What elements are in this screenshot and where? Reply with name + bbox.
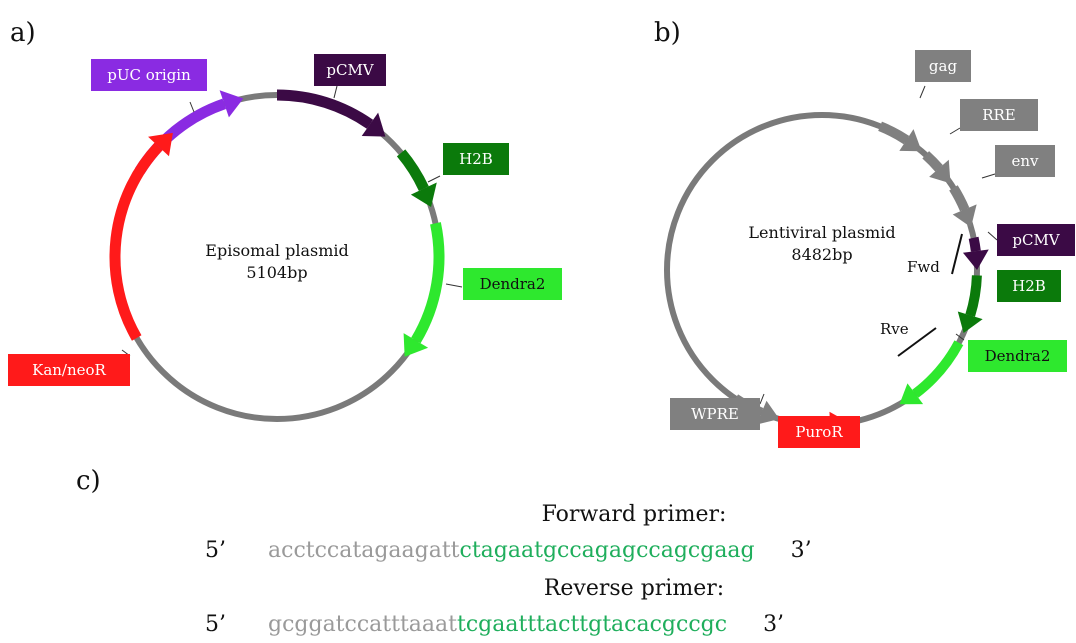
forward-five-prime: 5’ [205, 538, 226, 563]
plasmid-b-env-arrowhead [952, 204, 977, 228]
reverse-three-prime: 3’ [763, 612, 785, 637]
plasmid-a-h2b-arc [396, 149, 429, 191]
plasmid-b-size: 8482bp [791, 245, 853, 264]
plasmid-a-kan-neor-arc [109, 142, 163, 341]
plasmid-b-pcmv-arrowhead [962, 249, 989, 270]
rve-primer-label: Rve [880, 320, 909, 338]
forward-overhang: acctccatagaagatt [268, 538, 460, 563]
plasmid-b-arcs [732, 121, 989, 438]
plasmid-a-size: 5104bp [246, 263, 308, 282]
plasmid-a-label-puc-origin: pUC origin [91, 59, 207, 91]
reverse-primer-sequence: 5’ gcggatccatttaaattcgaatttacttgtacacgcc… [205, 612, 784, 637]
plasmid-b-label-pcmv: pCMV [997, 224, 1075, 256]
plasmid-b-wpre-arrowhead [756, 400, 780, 425]
plasmid-b-rre-arc [922, 151, 943, 172]
panel-a-letter: a) [10, 18, 36, 48]
plasmid-a-pcmv-arc [276, 89, 374, 129]
plasmid-a-dendra2-arrowhead [403, 333, 429, 357]
reverse-binding: tcgaatttacttgtacacgccgc [457, 612, 728, 637]
plasmid-a-leaders [121, 85, 463, 357]
plasmid-a-label-h2b: H2B [443, 143, 509, 175]
plasmid-b-leaders [759, 85, 998, 405]
panel-c-letter: c) [76, 466, 101, 496]
plasmid-b-label-h2b: H2B [997, 270, 1061, 302]
plasmid-b-label-dendra2: Dendra2 [968, 340, 1067, 372]
plasmid-b-gag-arrowhead [899, 129, 922, 152]
plasmid-a-label-pcmv: pCMV [314, 54, 386, 86]
plasmid-b-label-puror: PuroR [778, 416, 860, 448]
forward-primer-heading: Forward primer: [541, 502, 727, 527]
plasmid-b-env-arc [949, 185, 970, 212]
plasmid-b-label-rre: RRE [960, 99, 1038, 131]
plasmid-a-name: Episomal plasmid [205, 241, 349, 260]
plasmid-a-h2b-arrowhead [410, 182, 437, 207]
reverse-primer-heading: Reverse primer: [543, 576, 725, 601]
fwd-primer-label: Fwd [907, 258, 940, 276]
plasmid-a-label-kan-neor: Kan/neoR [8, 354, 130, 386]
panel-b-letter: b) [654, 18, 681, 48]
plasmid-a-puc-origin-arrowhead [219, 90, 244, 118]
plasmid-a-pcmv-arrowhead [361, 112, 386, 137]
plasmid-b-label-wpre: WPRE [670, 398, 760, 430]
plasmid-b-gag-arc [878, 121, 910, 145]
reverse-overhang: gcggatccatttaaat [268, 612, 457, 637]
plasmid-b-dendra2-arrowhead [899, 383, 924, 405]
plasmid-b-name: Lentiviral plasmid [748, 223, 896, 242]
plasmid-b-h2b-arrowhead [957, 311, 983, 334]
forward-binding: ctagaatgccagagccagcgaag [459, 538, 755, 563]
plasmid-b-label-env: env [995, 145, 1055, 177]
forward-three-prime: 3’ [790, 538, 812, 563]
plasmid-a-arcs [109, 89, 445, 357]
reverse-five-prime: 5’ [205, 612, 226, 637]
plasmid-maps [109, 85, 998, 438]
plasmid-a-kan-neor-arrowhead [148, 132, 173, 157]
rve-primer-mark [897, 327, 937, 357]
plasmid-b-label-gag: gag [915, 50, 971, 82]
forward-primer-sequence: 5’ acctccatagaagattctagaatgccagagccagcga… [205, 538, 812, 563]
plasmid-b-dendra2-arc [912, 340, 964, 398]
fwd-primer-mark [951, 233, 963, 275]
plasmid-a-dendra2-arc [411, 222, 445, 344]
plasmid-b-pcmv-arc [968, 236, 981, 252]
plasmid-b-rre-arrowhead [929, 159, 951, 184]
plasmid-a-label-dendra2: Dendra2 [463, 268, 562, 300]
plasmid-b-h2b-arc [965, 275, 982, 317]
